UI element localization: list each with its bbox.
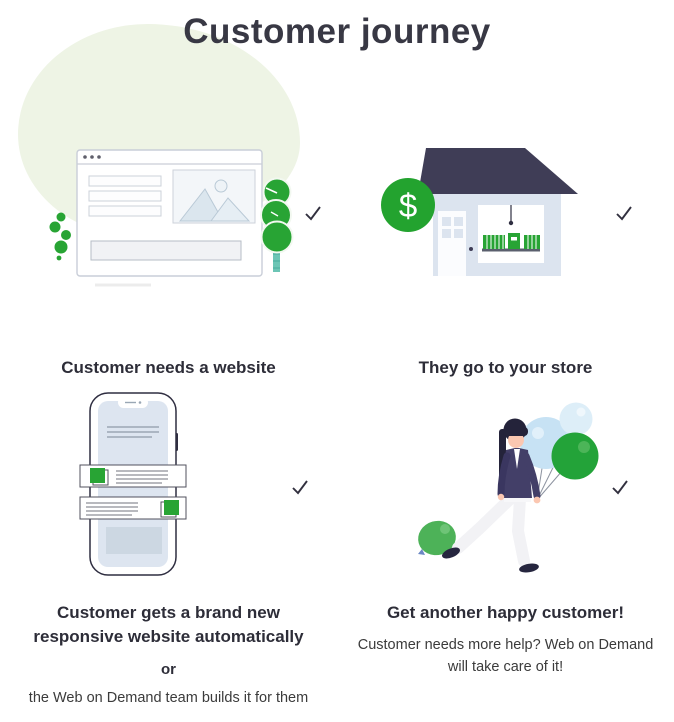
step-happy-customer: Get another happy customer! Customer nee… (337, 379, 674, 709)
step-4-subcaption: Customer needs more help? Web on Demand … (357, 636, 654, 676)
step-4-illustration-row (382, 381, 630, 593)
storefront-illustration: $ (380, 147, 578, 276)
browser-website-illustration (49, 148, 293, 286)
step-4-caption: Get another happy customer! (386, 603, 625, 623)
browser-window-icon (75, 148, 263, 277)
step-1-illustration-row (15, 52, 323, 348)
journey-grid: Customer needs a website (0, 52, 674, 710)
happy-customer-illustration (417, 402, 598, 573)
walking-woman-icon (441, 418, 540, 573)
step-go-to-store: $ They go to your store (337, 52, 674, 379)
ground-balloon-icon (417, 521, 456, 556)
step-1-caption: Customer needs a website (61, 358, 276, 377)
page-title: Customer journey (183, 12, 491, 51)
mobile-phone-illustration (79, 392, 186, 577)
books-on-shelf-icon (482, 232, 540, 249)
bushes-icon (49, 212, 71, 260)
dollar-badge-icon: $ (380, 177, 435, 232)
step-3-illustration-row (28, 381, 310, 593)
svg-text:$: $ (398, 187, 416, 224)
feature-card-icon (79, 496, 186, 520)
step-gets-website: Customer gets a brand new responsive web… (0, 379, 337, 709)
step-3-separator: or (161, 661, 176, 679)
checkmark-icon (615, 206, 632, 221)
checkmark-icon (304, 206, 321, 221)
balloons-icon (519, 402, 598, 480)
step-2-caption: They go to your store (418, 358, 593, 377)
step-2-illustration-row: $ (378, 52, 634, 348)
store-building-icon (417, 147, 578, 276)
step-3-subcaption: the Web on Demand team builds it for the… (28, 690, 309, 707)
step-3-caption: Customer gets a brand new responsive web… (33, 603, 304, 646)
feature-card-icon (79, 464, 186, 488)
checkmark-icon (291, 480, 308, 495)
tree-icon (259, 177, 293, 272)
checkmark-icon (611, 480, 628, 495)
step-customer-needs-website: Customer needs a website (0, 52, 337, 379)
